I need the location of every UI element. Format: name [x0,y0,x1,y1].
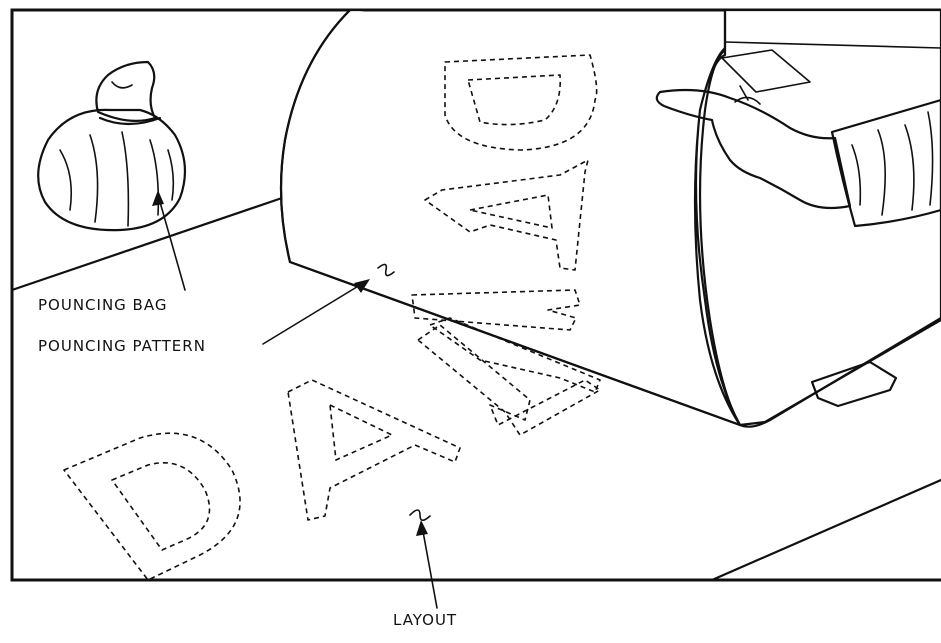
layout-lettering [64,325,600,580]
squiggle-layout-mark [410,510,430,520]
pouncing-bag-label: POUNCING BAG [38,296,167,314]
table-front-edge [712,480,941,580]
layout-letter-d-inner [112,463,210,550]
layout-letter-a [288,380,460,520]
layout-letter-a-inner [330,405,392,460]
pouncing-pattern-label: POUNCING PATTERN [38,337,206,355]
arrow-head-pouncing-bag [152,190,164,206]
arrow-head-layout [416,520,428,536]
pouncing-pattern-sheet [281,10,941,425]
arrow-pouncing-pattern [263,282,365,344]
layout-letter-d [64,433,240,580]
arrow-layout [422,526,437,608]
layout-label: LAYOUT [393,611,457,629]
pouncing-bag-drawing [38,62,185,230]
